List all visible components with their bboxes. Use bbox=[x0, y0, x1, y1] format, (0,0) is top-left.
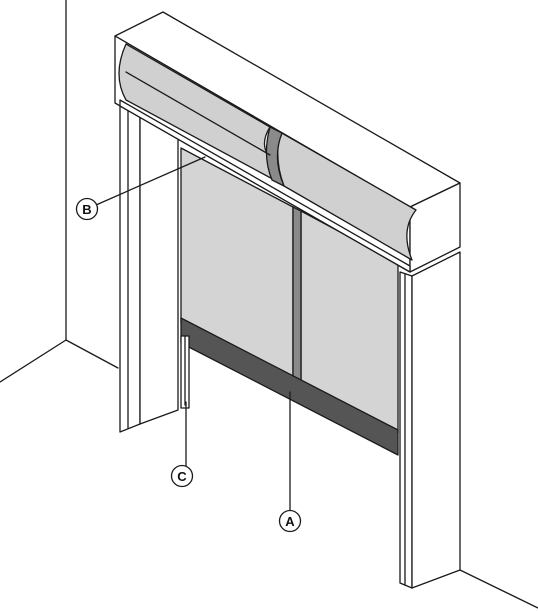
callout-c-circle bbox=[170, 464, 194, 488]
callout-a-label: A bbox=[285, 514, 295, 529]
rolls bbox=[118, 43, 417, 261]
roll-divider bbox=[265, 126, 285, 187]
callout-c-label: C bbox=[177, 469, 187, 484]
callout-b: B bbox=[75, 197, 99, 221]
leaders bbox=[95, 156, 291, 520]
leader-b bbox=[95, 156, 206, 206]
callout-a-circle bbox=[278, 509, 302, 533]
left-pillar bbox=[119, 102, 179, 433]
floor-line-right bbox=[459, 569, 538, 609]
header-side bbox=[409, 182, 461, 273]
left-pillar-front bbox=[119, 102, 141, 433]
right-pillar-front bbox=[399, 271, 413, 589]
header-slot bbox=[119, 99, 411, 273]
callout-b-label: B bbox=[82, 202, 91, 217]
curtain bbox=[180, 147, 399, 456]
floor-line-left bbox=[0, 339, 67, 383]
curtain-bottom-bar bbox=[180, 317, 399, 456]
roll-left-shade-line bbox=[125, 71, 271, 156]
guide-rail bbox=[180, 335, 190, 409]
callout-b-circle bbox=[75, 197, 99, 221]
left-pillar-side bbox=[139, 112, 179, 425]
right-pillar-side bbox=[411, 251, 461, 589]
curtain-center-seam bbox=[292, 206, 302, 385]
floor-line-inner bbox=[65, 339, 119, 369]
callout-a: A bbox=[278, 509, 302, 533]
callout-c: C bbox=[170, 464, 194, 488]
right-pillar bbox=[399, 251, 461, 589]
